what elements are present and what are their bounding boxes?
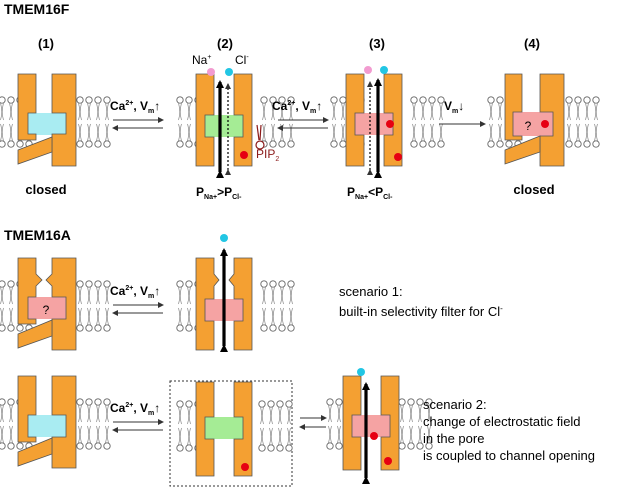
transition-f23: Ca2+, Vm↑: [272, 99, 329, 131]
scenario2-line3: is coupled to channel opening: [423, 448, 595, 463]
question-mark-a1: ?: [43, 303, 50, 317]
closed-label-4: closed: [513, 182, 554, 197]
state-label-4: (4): [524, 36, 540, 51]
cl-ion-icon-f3: [380, 66, 388, 74]
pip2-label: PIP2: [256, 147, 279, 163]
channel-f2: [176, 73, 295, 167]
permeability-label-f3: PNa+<PCl-: [347, 185, 393, 201]
transition-a2: Ca2+, Vm↑: [110, 401, 164, 433]
channel-a1-closed: ?: [0, 257, 111, 351]
transition-a2b: [299, 415, 327, 430]
scenario1-title: scenario 1:: [339, 284, 403, 299]
ion-legend: Na+ Cl-: [192, 53, 249, 76]
channel-f4: ?: [487, 73, 600, 167]
cl-ion-icon-a2: [357, 368, 365, 376]
channel-a1-open: [176, 234, 295, 351]
question-mark-f4: ?: [525, 119, 532, 133]
svg-text:Ca2+, Vm↑: Ca2+, Vm↑: [110, 401, 160, 417]
intermediate-state-box: [169, 380, 293, 487]
channel-f1: [0, 73, 111, 167]
transition-f12: Ca2+, Vm↑: [110, 99, 164, 131]
cl-ion-icon: [225, 68, 233, 76]
scenario2-line1: change of electrostatic field: [423, 414, 581, 429]
scenario2-line2: in the pore: [423, 431, 484, 446]
transition-a1: Ca2+, Vm↑: [110, 284, 164, 316]
state-label-3: (3): [369, 36, 385, 51]
na-ion-icon-f3: [364, 66, 372, 74]
pip2-lipid-icon: [255, 124, 265, 150]
na-ion-icon: [207, 68, 215, 76]
closed-label-1: closed: [25, 182, 66, 197]
transition-f34: Vm↓: [439, 99, 486, 127]
svg-text:Na+: Na+: [192, 53, 211, 67]
channel-f3: [330, 66, 445, 167]
channel-a2-intermediate: [176, 381, 293, 477]
scenario1-text: built-in selectivity filter for Cl-: [339, 304, 503, 319]
svg-text:Ca2+, Vm↑: Ca2+, Vm↑: [110, 284, 160, 300]
svg-text:Ca2+, Vm↑: Ca2+, Vm↑: [110, 99, 160, 115]
channel-a2-closed: [0, 375, 111, 469]
section-title-tmem16f: TMEM16F: [4, 1, 70, 17]
scenario2-title: scenario 2:: [423, 397, 487, 412]
state-label-2: (2): [217, 36, 233, 51]
channel-a2-open: [326, 368, 433, 471]
svg-text:Vm↓: Vm↓: [444, 99, 464, 115]
svg-text:Ca2+, Vm↑: Ca2+, Vm↑: [272, 99, 322, 115]
section-title-tmem16a: TMEM16A: [4, 227, 71, 243]
svg-text:Cl-: Cl-: [235, 53, 249, 67]
cl-ion-icon-a1: [220, 234, 228, 242]
state-label-1: (1): [38, 36, 54, 51]
permeability-label-f2: PNa+>PCl-: [196, 185, 242, 201]
